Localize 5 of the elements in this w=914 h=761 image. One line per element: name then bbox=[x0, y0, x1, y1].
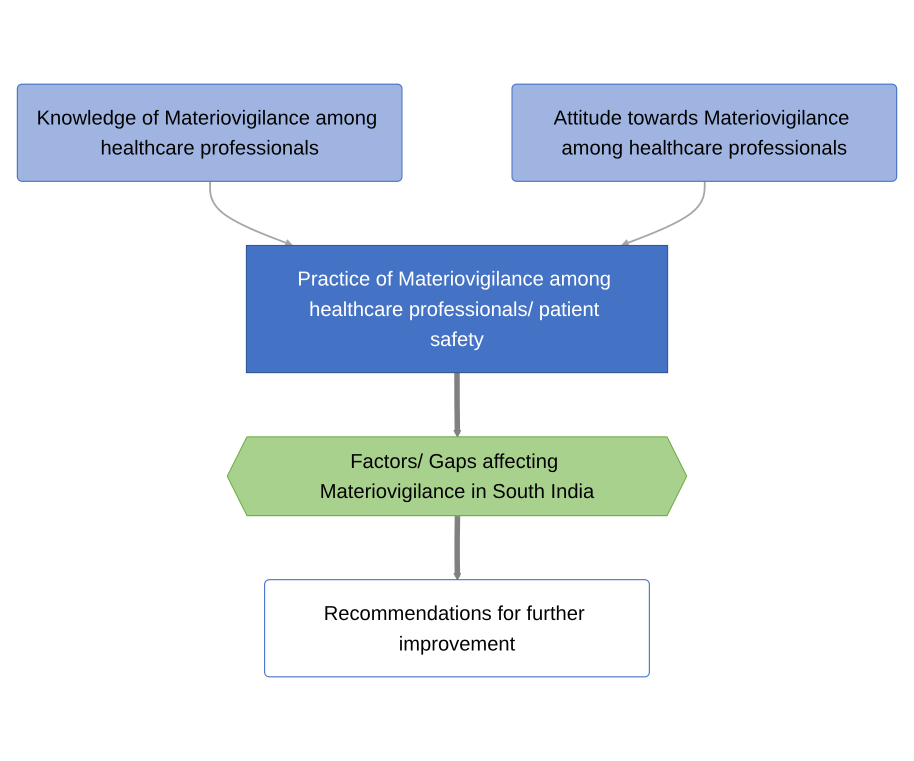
arrow bbox=[453, 516, 462, 581]
node-box: Practice of Materiovigilance among healthcare professionals/ patient safety bbox=[246, 244, 668, 374]
arrow bbox=[453, 372, 462, 438]
arrow bbox=[209, 182, 293, 247]
arrow bbox=[621, 182, 706, 247]
